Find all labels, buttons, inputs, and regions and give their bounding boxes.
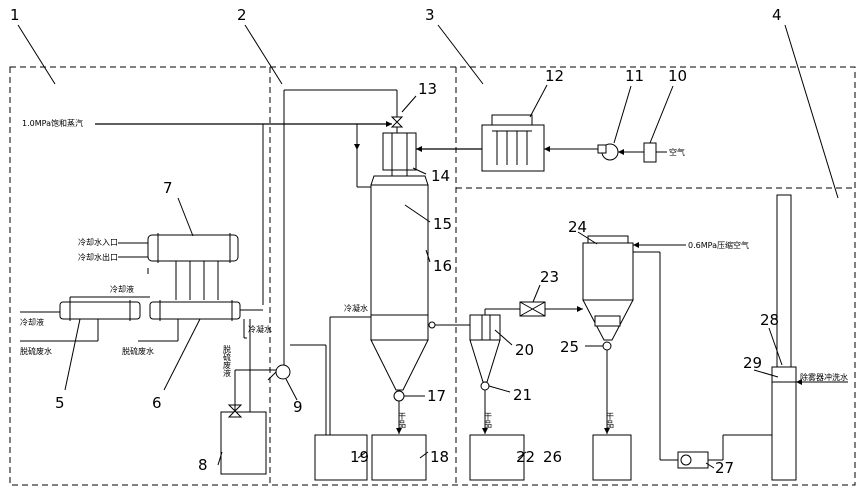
leader-20 [494,329,513,346]
leader-29 [753,369,779,378]
label-5: 5 [55,394,65,412]
valve-23: 23 [484,268,583,317]
outlet-17: 干品 17 [393,387,446,434]
label-26: 26 [543,448,562,466]
label-16: 16 [433,257,452,275]
leader-10 [649,85,674,144]
label-17: 17 [427,387,446,405]
zone-4-label: 4 [772,6,782,24]
label-21: 21 [513,386,532,404]
leader-14 [412,167,427,175]
leader-13 [401,95,417,113]
coolant-out-label: 冷却水出口 [78,252,118,262]
product-21-label: 干品 [484,412,493,429]
leader-21 [488,385,511,393]
bin-22: 22 [469,434,535,481]
chimney-water-label: 除雾器冲洗水 [800,372,848,382]
heater-12 [481,124,545,172]
label-19: 19 [350,448,369,466]
condenser-drum-7: 冷却水入口 冷却水出口 7 [78,179,239,300]
leader-19 [357,451,367,459]
filter-10 [643,142,657,163]
chimney: 除雾器冲洗水 28 29 [743,194,848,481]
leader-8 [217,451,223,466]
leader-16 [425,249,431,263]
leader-12 [529,84,548,118]
steam-line: 1.0MPa饱和蒸汽 [22,89,398,372]
label-10: 10 [668,67,687,85]
bin-26: 26 [543,434,632,481]
zone-boundaries [9,66,856,486]
tank-19: 冷凝水 19 [290,303,371,481]
label-12: 12 [545,67,564,85]
atomizer-13: 13 [390,80,437,133]
label-13: 13 [418,80,437,98]
rotary-waste-1-label: 脱硫废水 [20,346,52,356]
zone-4-leader [784,24,839,199]
label-29: 29 [743,354,762,372]
outlet-25: 干品 25 [560,338,615,434]
label-28: 28 [760,311,779,329]
label-8: 8 [198,456,208,474]
outlet-21: 干品 21 [480,381,532,434]
label-23: 23 [540,268,559,286]
cold-liquid-label: 冷却液 [110,284,134,294]
zone-3-leader [437,24,484,85]
label-22: 22 [516,448,535,466]
air-heater-zone: 12 11 空气 10 [416,67,687,172]
air-label: 空气 [669,147,685,157]
bin-18: 18 [371,434,449,481]
label-9: 9 [293,398,303,416]
fan-27: 27 [677,434,777,477]
leader-18 [419,451,429,459]
label-18: 18 [430,448,449,466]
label-6: 6 [152,394,162,412]
cold-liquid-left-label: 冷却液 [20,317,44,327]
steam-label: 1.0MPa饱和蒸汽 [22,118,83,128]
leader-11 [613,85,632,144]
leader-7 [177,197,194,237]
label-15: 15 [433,215,452,233]
zone-2-label: 2 [237,6,247,24]
product-17-label: 干品 [398,412,407,429]
label-7: 7 [163,179,173,197]
label-25: 25 [560,338,579,356]
bag-filter-24: 0.6MPa压缩空气 24 [568,218,749,461]
zone-labels: 1 2 3 4 [10,6,839,199]
label-11: 11 [625,67,644,85]
heat-exchanger-6: 6 冷却液 脱硫废水 冷凝水 [69,284,272,412]
leader-27 [705,462,715,469]
leader-23 [532,284,541,303]
pump-9: 9 [267,364,303,416]
heat-exchanger-5: 5 冷却液 脱硫废水 [20,300,141,412]
leader-6 [163,318,201,391]
label-20: 20 [515,341,534,359]
zone-1-leader [17,24,56,85]
compressed-air-label: 0.6MPa压缩空气 [688,240,749,250]
rotary-waste-2-label: 脱硫废水 [122,346,154,356]
zone-1-label: 1 [10,6,20,24]
label-24: 24 [568,218,587,236]
zone-2-leader [244,24,283,85]
leader-24 [577,231,598,245]
desulf-waste-vertical-label: 脱硫废液 [223,344,232,378]
leader-15 [404,204,431,223]
leader-28 [768,327,783,366]
outer-boundary [9,66,856,486]
coolant-in-label: 冷却水入口 [78,237,118,247]
condensate-label: 冷凝水 [248,324,272,334]
leader-9 [285,378,298,401]
circ-water-label: 冷凝水 [344,303,368,313]
label-27: 27 [715,459,734,477]
cyclone-20: 20 [428,314,534,383]
waste-tank-8: 脱硫废液 8 [198,319,284,475]
product-25-label: 干品 [606,412,615,429]
dryer-tower: 14 15 16 [354,124,452,391]
label-14: 14 [431,167,450,185]
zone-3-label: 3 [425,6,435,24]
leader-5 [64,318,81,391]
leader-22 [517,451,527,459]
